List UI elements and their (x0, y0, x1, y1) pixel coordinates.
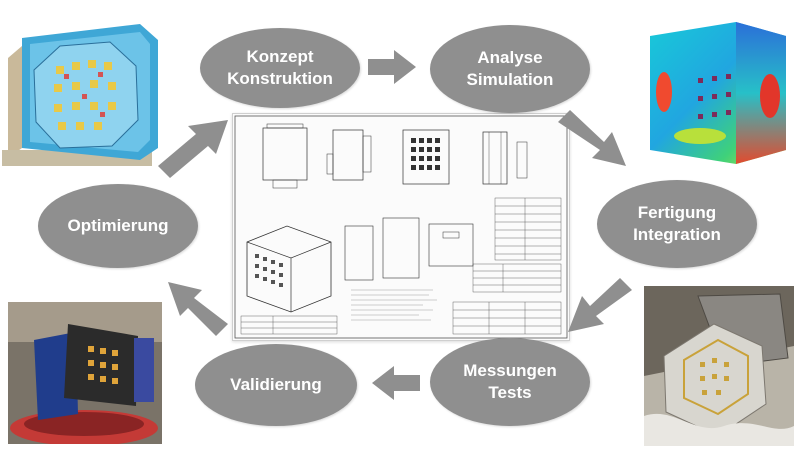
arrow-fertigung-to-messungen (568, 278, 632, 332)
node-validierung: Validierung (195, 344, 357, 426)
cad-model-image (0, 10, 165, 170)
node-messungen-line2: Tests (488, 383, 532, 402)
node-analyse-line2: Simulation (466, 70, 554, 89)
node-analyse-line1: Analyse (477, 48, 543, 67)
integration-hardware-image (644, 286, 794, 446)
cad-model-graphic (0, 10, 165, 170)
node-konzept-konstruktion: Konzept Konstruktion (200, 28, 360, 108)
node-messungen-line1: Messungen (463, 361, 557, 380)
arrow-validierung-to-optimierung (168, 282, 228, 336)
arrow-konzept-to-analyse (368, 50, 416, 84)
fem-simulation-graphic (640, 16, 790, 166)
technical-drawing-graphic (234, 115, 568, 339)
node-optimierung: Optimierung (38, 184, 198, 268)
arrow-messungen-to-validierung (372, 366, 420, 400)
node-konzept-line2: Konstruktion (227, 69, 333, 88)
test-rig-graphic (8, 302, 162, 444)
arrow-optimierung-to-konzept (158, 120, 228, 178)
node-messungen-tests: Messungen Tests (430, 338, 590, 426)
technical-drawing-image (232, 113, 570, 341)
node-validierung-line1: Validierung (230, 375, 322, 394)
node-fertigung-line1: Fertigung (637, 203, 717, 222)
node-fertigung-line2: Integration (633, 225, 721, 244)
node-fertigung-integration: Fertigung Integration (597, 180, 757, 268)
test-rig-image (8, 302, 162, 444)
node-analyse-simulation: Analyse Simulation (430, 25, 590, 113)
arrow-analyse-to-fertigung (558, 110, 626, 166)
fem-simulation-image (640, 16, 790, 166)
node-konzept-line1: Konzept (246, 47, 314, 66)
node-optimierung-line1: Optimierung (67, 216, 169, 235)
integration-hardware-graphic (644, 286, 794, 446)
